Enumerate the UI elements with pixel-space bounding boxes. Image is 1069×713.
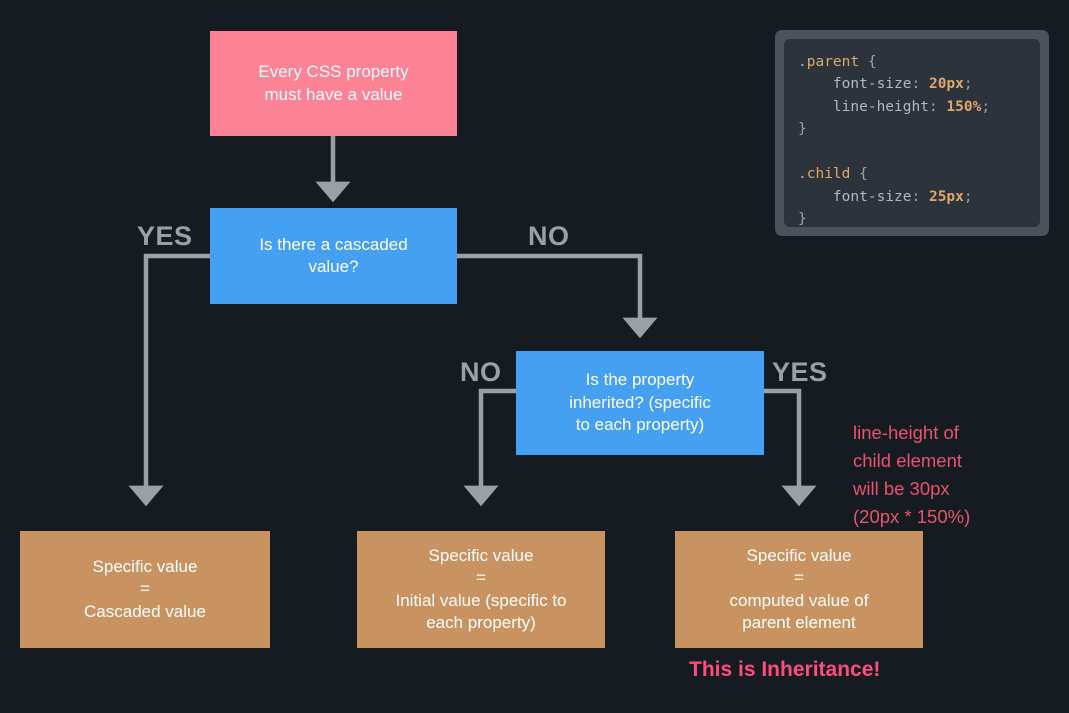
edge-inherited-no — [463, 388, 516, 507]
code-line: font-size: 20px; — [798, 76, 973, 93]
edge-cascaded-no — [457, 253, 658, 339]
code-line: } — [798, 121, 807, 138]
node-decision-cascaded: Is there a cascaded value? — [210, 208, 457, 304]
code-line: line-height: 150%; — [798, 98, 991, 115]
edge-label-cascaded-yes: YES — [137, 221, 193, 251]
code-line: .parent { — [798, 54, 877, 70]
code-snippet-panel: .parent { font-size: 20px; line-height: … — [775, 30, 1049, 236]
code-line: font-size: 25px; — [798, 188, 973, 205]
edge-inherited-yes — [764, 388, 817, 507]
node-result-initial: Specific value = Initial value (specific… — [357, 531, 605, 648]
node-start: Every CSS property must have a value — [210, 31, 457, 136]
edge-label-inherited-no: NO — [460, 357, 502, 387]
inheritance-callout: This is Inheritance! — [689, 658, 881, 681]
edge-label-inherited-yes: YES — [772, 357, 828, 387]
node-result-inherited: Specific value = computed value of paren… — [675, 531, 923, 648]
node-decision-inherited: Is the property inherited? (specific to … — [516, 351, 764, 455]
node-result-cascaded: Specific value = Cascaded value — [20, 531, 270, 648]
edge-cascaded-yes — [128, 253, 210, 507]
code-line: } — [798, 211, 807, 227]
inheritance-annotation: line-height of child element will be 30p… — [853, 422, 971, 528]
edge-label-cascaded-no: NO — [528, 221, 570, 251]
code-line — [798, 141, 1026, 163]
code-snippet-text: .parent { font-size: 20px; line-height: … — [784, 39, 1040, 227]
code-line: .child { — [798, 166, 868, 183]
